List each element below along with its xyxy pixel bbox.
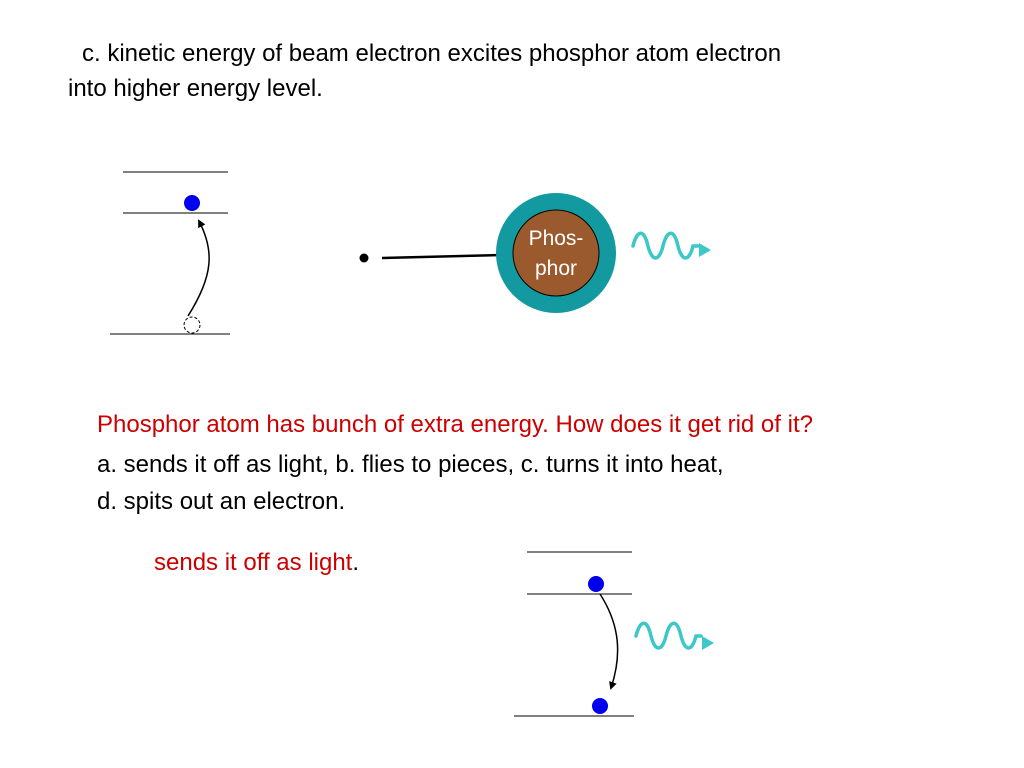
answer-period: .: [352, 549, 360, 576]
photon-arrowhead: [702, 636, 714, 650]
emission-diagram: [514, 551, 634, 717]
heading-line-2: into higher energy level.: [68, 75, 323, 102]
excited-electron: [184, 195, 200, 211]
answer: sends it off as light.: [154, 545, 359, 580]
electron-before-decay: [588, 576, 604, 592]
beam-electron: [359, 253, 369, 263]
heading-line-1: c. kinetic energy of beam electron excit…: [82, 40, 782, 67]
photon-lower: [634, 621, 714, 650]
question-text: Phosphor atom has bunch of extra energy.…: [97, 411, 813, 438]
atom-label-line-2: phor: [535, 257, 577, 280]
excitation-diagram: [110, 171, 230, 335]
electron-after-decay: [592, 698, 608, 714]
photon-wave: [634, 621, 703, 650]
decay-arrow: [599, 593, 619, 690]
photon-wave: [631, 231, 700, 260]
vacated-electron-position: [183, 316, 201, 334]
atom-core: [512, 209, 600, 297]
beam-electron-path: [381, 253, 503, 260]
photon-upper: [631, 231, 711, 260]
options-line-1: a. sends it off as light, b. flies to pi…: [97, 451, 724, 478]
answer-text: sends it off as light: [154, 549, 353, 576]
options-line-2: d. spits out an electron.: [97, 488, 346, 515]
excitation-arrow: [187, 219, 210, 317]
photon-arrowhead: [699, 243, 711, 257]
atom-label-line-1: Phos-: [529, 227, 584, 250]
beam-collision: Phos- phor: [359, 193, 616, 313]
